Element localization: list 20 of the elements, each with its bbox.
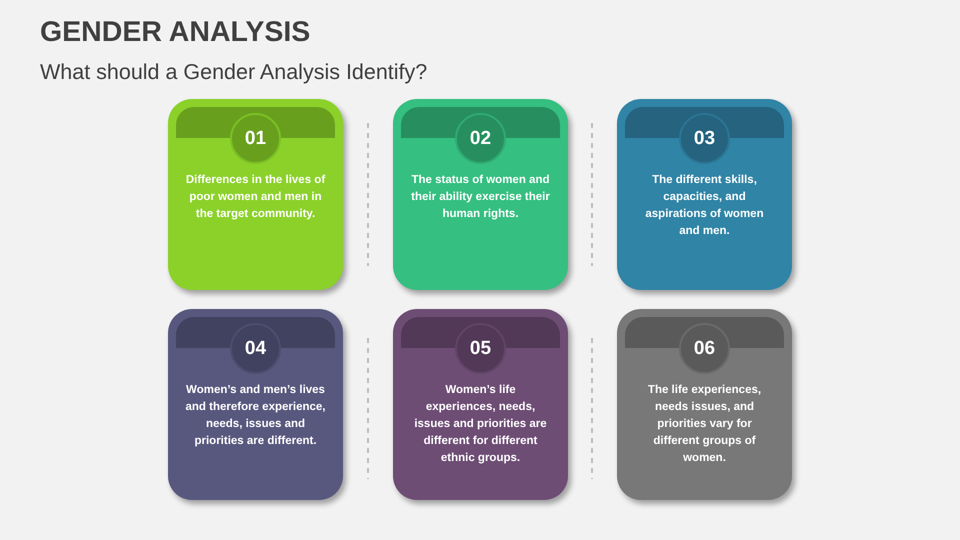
subtitle: What should a Gender Analysis Identify? <box>40 60 428 85</box>
number-circle: 05 <box>455 323 506 374</box>
number-circle: 03 <box>679 113 730 164</box>
description-text: The life experiences, needs issues, and priorities vary for different groups of women. <box>646 383 762 466</box>
number-circle: 01 <box>230 113 281 164</box>
step-card <box>393 99 568 290</box>
description-text: Women’s and men’s lives and therefore experience, needs, issues and priorities are different. <box>185 383 326 449</box>
number-circle: 02 <box>455 113 506 164</box>
description-text: Women’s life experiences, needs, issues and priorities are different for different ethnic groups. <box>413 383 548 466</box>
title: GENDER ANALYSIS <box>40 16 310 49</box>
description-text: The status of women and their ability exercise their human rights. <box>410 173 551 222</box>
step-card <box>617 99 792 290</box>
description-text: The different skills, capacities, and aspirations of women and men. <box>644 173 765 239</box>
step-card <box>168 99 343 290</box>
step-card <box>393 309 568 500</box>
step-card <box>168 309 343 500</box>
number-circle: 06 <box>679 323 730 374</box>
description-text: Differences in the lives of poor women and men in the target community. <box>185 173 326 222</box>
step-card <box>617 309 792 500</box>
number-circle: 04 <box>230 323 281 374</box>
